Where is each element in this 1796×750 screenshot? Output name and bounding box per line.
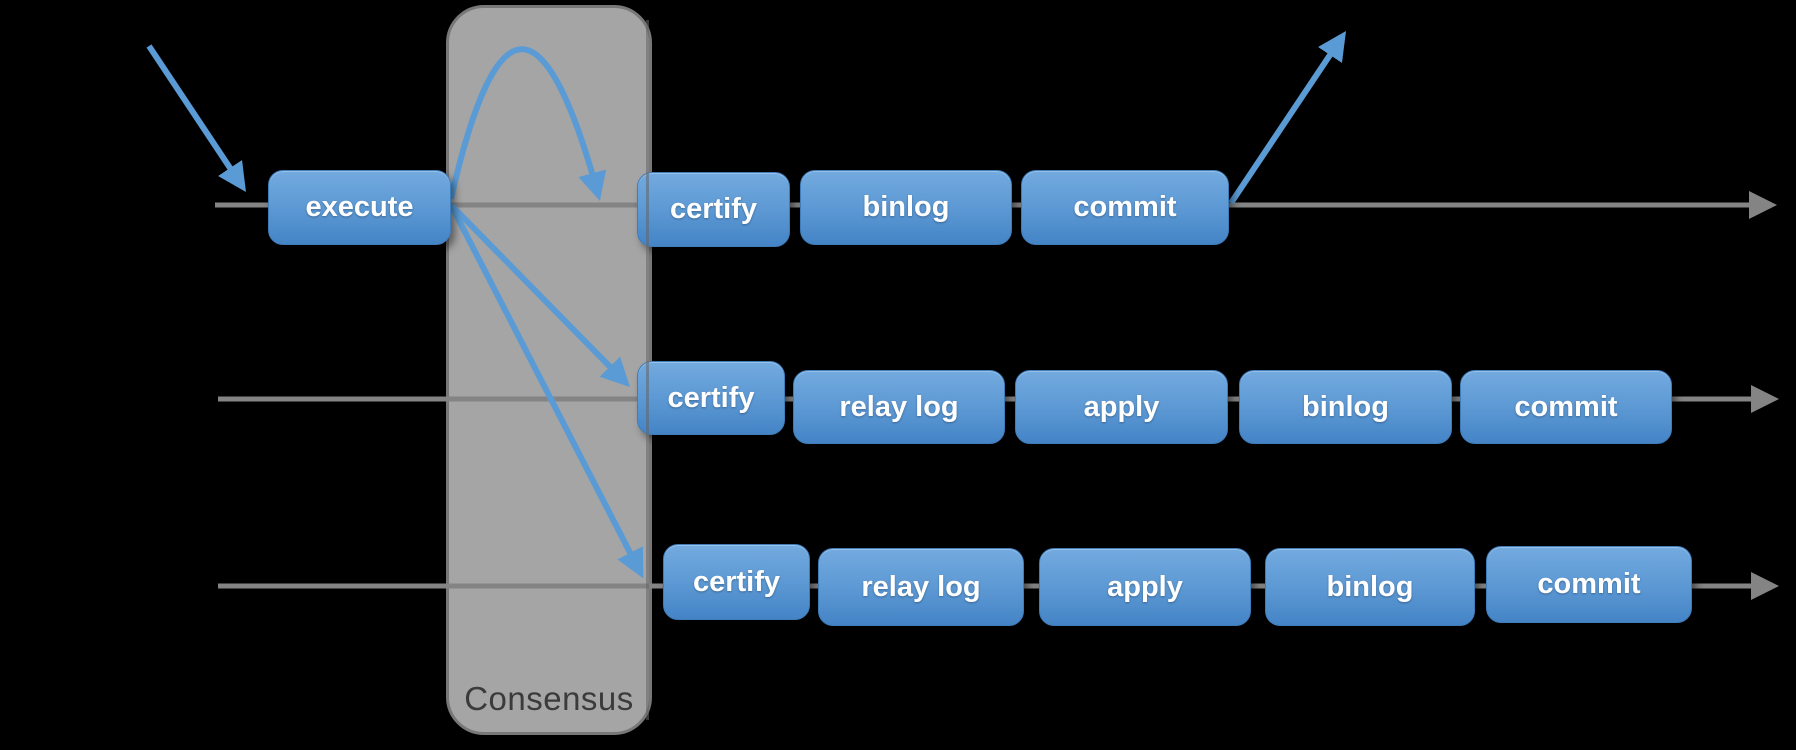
consensus-broadcast-arc-primary [448,46,607,201]
stage-box-binlog: binlog [1239,370,1452,444]
stage-box-relay-log: relay log [818,548,1024,626]
stage-box-apply: apply [1015,370,1228,444]
stage-box-commit: commit [1486,546,1692,623]
consensus-panel-label: Consensus [464,680,634,717]
stage-box-commit: commit [1460,370,1672,444]
stage-box-relay-log: relay log [793,370,1005,444]
client-request-arrow [146,44,246,192]
client-response-arrow [1228,31,1347,205]
consensus-broadcast-arrow-secondary-2 [448,203,644,579]
stage-box-execute: execute [268,170,451,245]
stage-box-certify: certify [637,361,785,435]
stage-box-certify: certify [663,544,810,620]
consensus-broadcast-arrow-secondary-1 [448,202,631,388]
stage-box-certify: certify [637,172,790,247]
stage-box-binlog: binlog [800,170,1012,245]
stage-box-commit: commit [1021,170,1229,245]
stage-box-apply: apply [1039,548,1251,626]
consensus-panel-right-border [646,20,649,720]
stage-box-binlog: binlog [1265,548,1475,626]
